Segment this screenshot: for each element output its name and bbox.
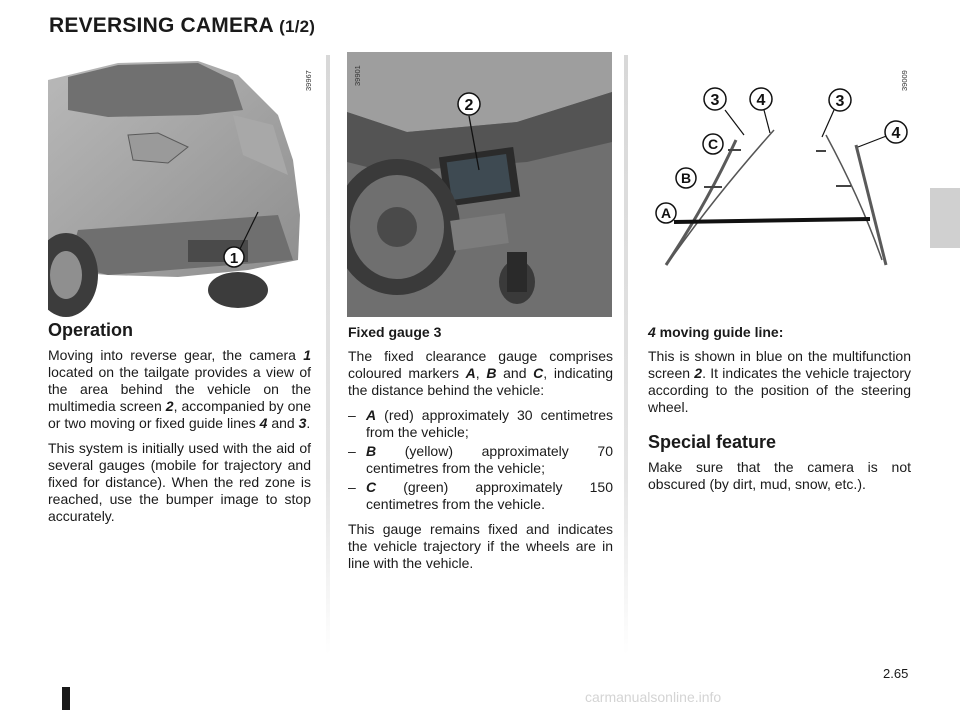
column-separator: [624, 55, 628, 655]
callout-1-marker: [223, 246, 245, 268]
section-heading-operation: Operation: [48, 320, 134, 340]
figure-ref-number: 39967: [304, 70, 312, 91]
svg-text:3: 3: [711, 92, 720, 109]
page-title-suffix: (1/2): [279, 17, 316, 36]
operation-paragraph-1: Moving into reverse gear, the camera 1 l…: [48, 347, 311, 431]
column-2-text: Fixed gauge 3 The fixed clearance gauge …: [348, 324, 613, 580]
figure-dashboard: 2 39901: [347, 52, 612, 317]
callout-4-left: 4: [749, 87, 773, 111]
svg-text:4: 4: [892, 125, 901, 142]
figure-ref-number: 39901: [353, 65, 362, 86]
figure-ref-number: 39009: [900, 70, 909, 91]
subheading-moving-guide: 4 moving guide line:: [648, 324, 784, 340]
svg-text:C: C: [708, 136, 718, 152]
list-item: A (red) approximately 30 centimetres fro…: [348, 407, 613, 441]
figure-car-rear: 1 39967: [48, 55, 312, 317]
figure-camera-view: 3 4 3 4 C B A 39009: [646, 55, 911, 317]
callout-leader: [468, 115, 480, 171]
callout-2-marker: [457, 92, 481, 116]
moving-guide-left: [669, 129, 775, 261]
fixed-gauge-right: [854, 144, 888, 266]
callout-C: C: [702, 133, 724, 155]
callout-A: A: [655, 202, 677, 224]
moving-guide-right: [825, 134, 883, 261]
watermark: carmanualsonline.info: [585, 689, 722, 705]
page-title-text: REVERSING CAMERA: [49, 14, 274, 37]
svg-text:3: 3: [836, 93, 845, 110]
callout-3-right: 3: [828, 88, 852, 112]
moving-guide-paragraph: This is shown in blue on the multifuncti…: [648, 348, 911, 415]
fixed-gauge-paragraph-2: This gauge remains fixed and indicates t…: [348, 521, 613, 571]
fixed-gauge-left: [664, 139, 738, 266]
list-item: B (yellow) approximately 70 centimetres …: [348, 443, 613, 477]
page-number: 2.65: [883, 666, 909, 681]
column-1-text: Operation Moving into reverse gear, the …: [48, 320, 311, 533]
callout-3-left: 3: [703, 87, 727, 111]
list-item: C (green) approximately 150 centimetres …: [348, 479, 613, 513]
svg-text:A: A: [661, 205, 671, 221]
callout-4-right: 4: [884, 120, 908, 144]
callout-2: 2: [465, 97, 474, 114]
callout-leader: [237, 211, 259, 254]
gauge-marker-A: [673, 217, 871, 224]
gauge-marker-list: A (red) approximately 30 centimetres fro…: [348, 407, 613, 513]
subheading-fixed-gauge: Fixed gauge 3: [348, 324, 442, 340]
camera-view-illustration: 3 4 3 4 C B A: [646, 55, 911, 317]
car-rear-illustration: 1: [48, 55, 312, 317]
section-tab: [930, 188, 960, 248]
fixed-gauge-intro: The fixed clearance gauge comprises colo…: [348, 348, 614, 398]
page-title: REVERSING CAMERA (1/2): [49, 14, 315, 38]
dashboard-illustration: 2: [347, 52, 612, 317]
footer-mark: [62, 687, 70, 710]
section-heading-special-feature: Special feature: [648, 432, 777, 452]
special-feature-paragraph: Make sure that the camera is not obscure…: [648, 459, 911, 492]
operation-paragraph-2: This system is initially used with the a…: [48, 440, 311, 524]
svg-text:B: B: [681, 170, 691, 186]
column-3-text: 4 moving guide line: This is shown in bl…: [648, 324, 911, 501]
column-separator: [326, 55, 330, 655]
callout-B: B: [675, 167, 697, 189]
callout-1: 1: [230, 250, 238, 267]
svg-text:4: 4: [757, 92, 766, 109]
